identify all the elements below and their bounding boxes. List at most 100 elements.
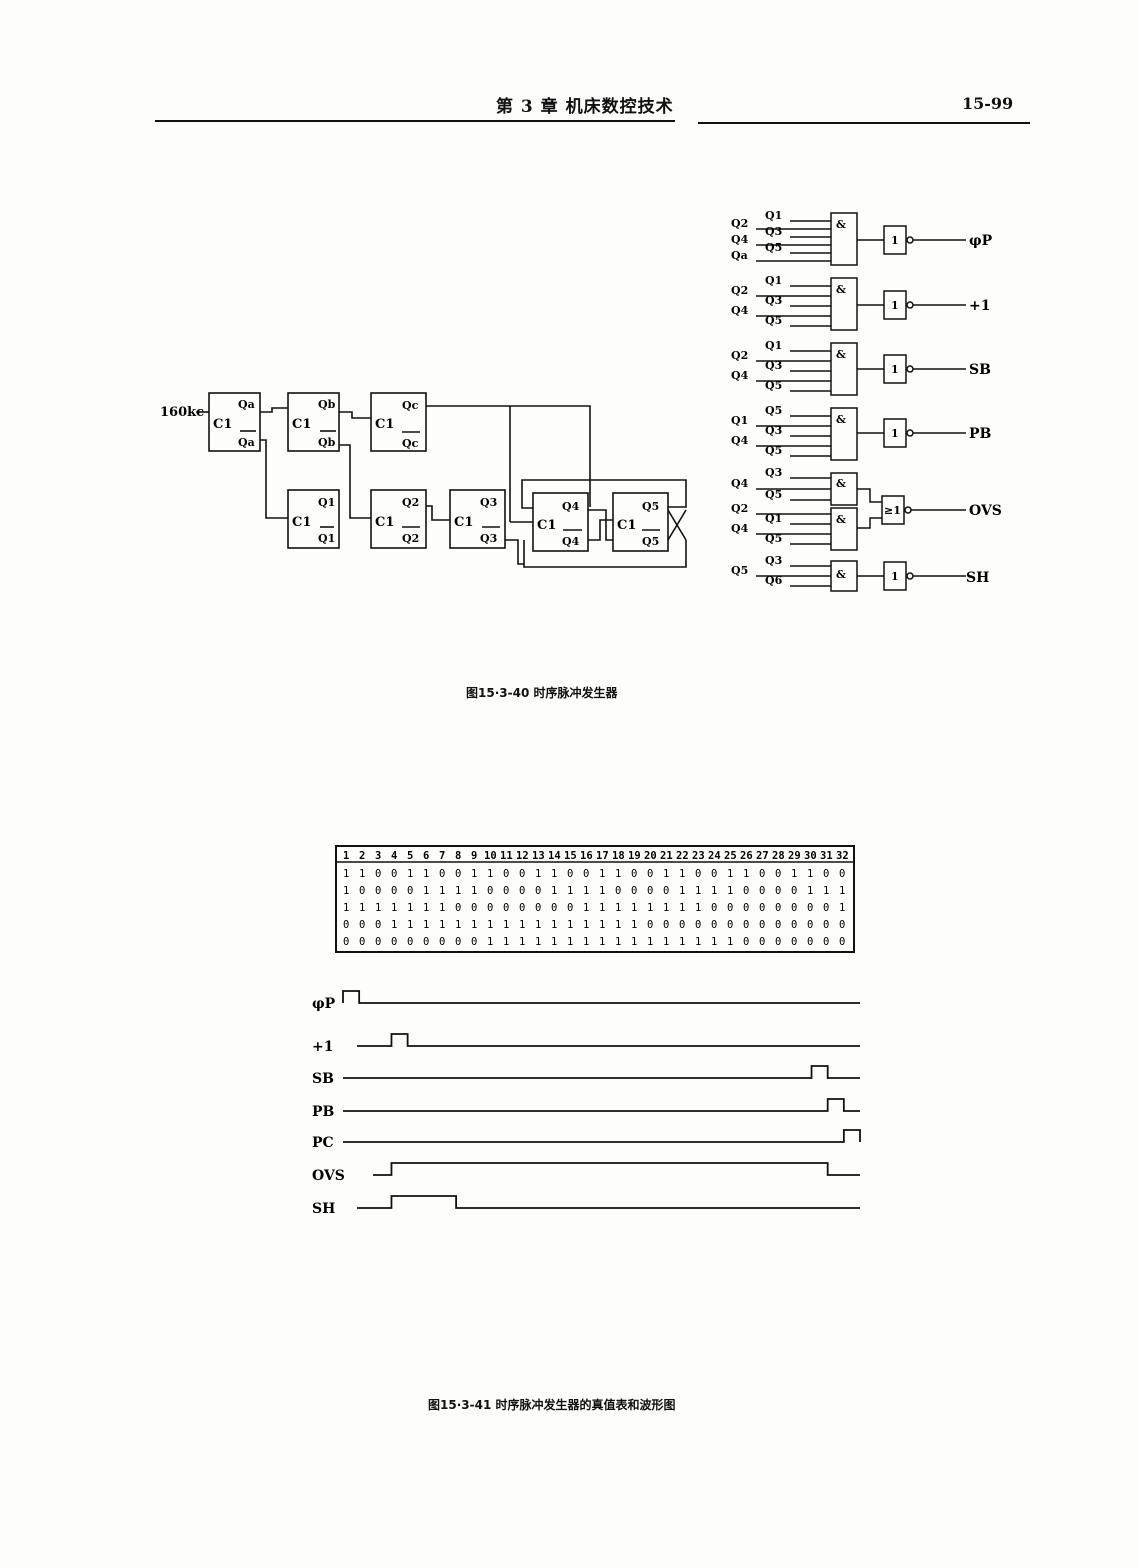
table-cell: 0 [711,902,717,914]
table-cell: 1 [423,885,429,897]
table-cell: 1 [487,919,493,931]
table-cell: 1 [839,902,845,914]
table-cell: 1 [743,868,749,880]
table-cell: 1 [391,919,397,931]
table-cell: 1 [439,902,445,914]
q5-bar-label: Q5 [642,535,659,548]
gate-wire [857,488,882,503]
table-cell: 1 [599,919,605,931]
and-symbol: & [836,283,846,296]
table-cell: 1 [599,868,605,880]
gate-input-label: Q3 [765,424,782,437]
table-header-cell: 27 [756,850,769,862]
waveform-label: OVS [312,1168,345,1184]
table-cell: 1 [647,936,653,948]
table-header-cell: 15 [564,850,577,862]
table-cell: 1 [551,885,557,897]
or-gate [881,495,905,525]
table-cell: 0 [775,885,781,897]
q3-label: Q3 [480,496,497,509]
table-cell: 0 [519,868,525,880]
table-cell: 1 [711,936,717,948]
table-cell: 0 [775,902,781,914]
table-cell: 0 [407,936,413,948]
q3-bar-label: Q3 [480,532,497,545]
and-symbol: & [836,477,846,490]
table-header-cell: 9 [471,850,477,862]
table-cell: 0 [631,885,637,897]
table-cell: 1 [471,868,477,880]
inverter-bubble [904,506,912,514]
output-label: SB [969,362,991,378]
qb-label: Qb [318,398,336,411]
gate-input-label: Q5 [765,314,782,327]
waveform-label: +1 [312,1039,333,1055]
table-cell: 1 [615,902,621,914]
table-cell: 1 [423,919,429,931]
inverter-bubble [906,365,914,373]
table-header-cell: 22 [676,850,689,862]
table-cell: 0 [807,902,813,914]
table-cell: 1 [839,885,845,897]
gate-input-label: Q3 [765,554,782,567]
gate-input-label: Q5 [765,532,782,545]
table-cell: 1 [391,902,397,914]
table-cell: 0 [359,885,365,897]
waveform-label: PC [312,1135,334,1151]
table-cell: 0 [343,936,349,948]
table-cell: 0 [615,885,621,897]
gate-input-label: Q4 [731,369,749,382]
table-cell: 0 [359,936,365,948]
gate-input-label: Q1 [731,414,748,427]
table-cell: 0 [391,885,397,897]
table-cell: 1 [519,919,525,931]
table-cell: 0 [663,885,669,897]
table-cell: 0 [823,902,829,914]
table-cell: 0 [455,868,461,880]
table-cell: 0 [487,885,493,897]
table-cell: 0 [839,868,845,880]
table-cell: 0 [407,885,413,897]
table-cell: 0 [647,919,653,931]
output-label: OVS [969,503,1002,519]
flipflop-5 [612,492,669,552]
table-cell: 0 [519,885,525,897]
table-cell: 1 [407,919,413,931]
table-cell: 1 [551,919,557,931]
table-header-cell: 18 [612,850,625,862]
table-cell: 1 [727,868,733,880]
output-label: +1 [969,298,990,314]
table-cell: 1 [455,919,461,931]
table-cell: 0 [583,868,589,880]
table-cell: 0 [775,919,781,931]
flipflop-b [287,392,340,452]
waveform-4 [343,1129,861,1143]
table-cell: 1 [679,868,685,880]
table-cell: 0 [631,868,637,880]
table-header-cell: 20 [644,850,657,862]
figure1-caption: 图15·3-40 时序脉冲发生器 [466,686,618,700]
table-cell: 1 [615,919,621,931]
table-cell: 1 [679,936,685,948]
table-cell: 0 [519,902,525,914]
table-cell: 1 [663,936,669,948]
table-cell: 1 [567,919,573,931]
table-cell: 1 [807,868,813,880]
table-cell: 1 [599,885,605,897]
table-cell: 1 [519,936,525,948]
table-cell: 1 [663,902,669,914]
table-cell: 1 [551,936,557,948]
gate-input-label: Q5 [765,444,782,457]
table-cell: 1 [695,902,701,914]
gate-input-label: Q1 [765,209,782,222]
gate-input-label: Q4 [731,434,749,447]
table-cell: 1 [567,936,573,948]
table-header-cell: 19 [628,850,641,862]
table-header-cell: 23 [692,850,705,862]
table-cell: 0 [759,936,765,948]
flipflop-2 [370,489,427,549]
table-cell: 0 [439,936,445,948]
table-cell: 1 [343,902,349,914]
table-cell: 1 [343,885,349,897]
table-cell: 1 [535,868,541,880]
